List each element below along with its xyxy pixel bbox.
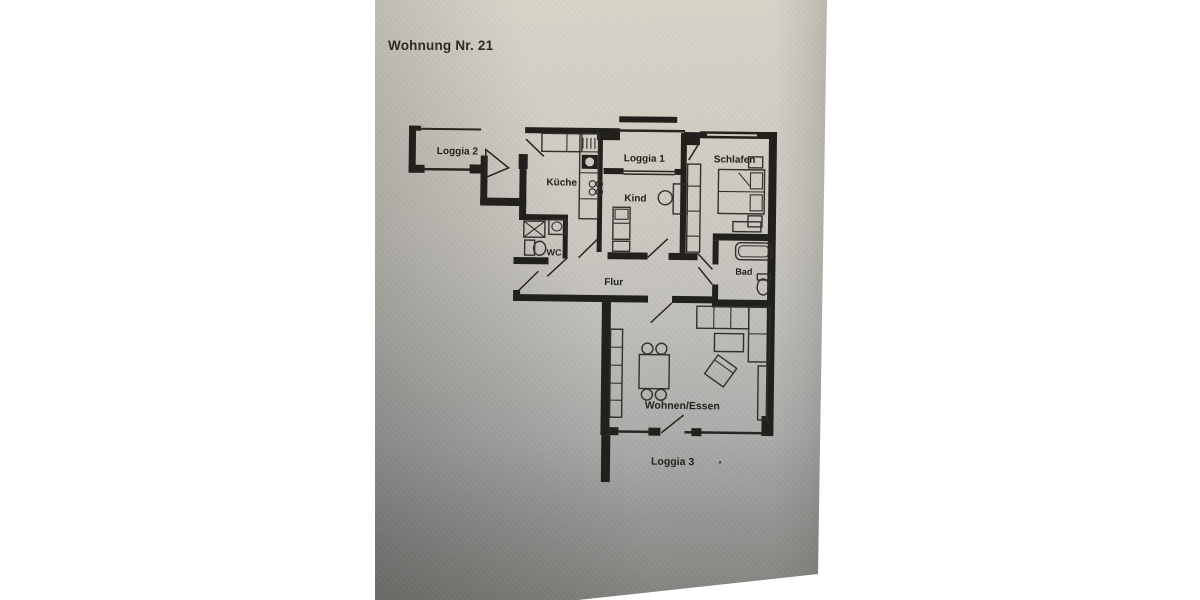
wc-door-leaf	[546, 257, 569, 277]
furniture-kueche	[541, 132, 604, 220]
furniture-schlafen	[685, 156, 766, 253]
room-labels-layer: Loggia 2 Küche Loggia 1 Schlafen Kind WC…	[437, 146, 756, 469]
furniture-bad	[734, 242, 773, 296]
nightstand	[747, 156, 764, 169]
wardrobe	[685, 163, 702, 253]
bad-toilet-bowl	[756, 278, 770, 296]
room-label-flur: Flur	[604, 277, 623, 288]
doors-layer	[484, 138, 713, 434]
room-label-loggia3: Loggia 3	[651, 456, 694, 469]
room-label-loggia2: Loggia 2	[437, 146, 479, 158]
kind-chest	[611, 240, 631, 253]
room-label-loggia1: Loggia 1	[624, 153, 666, 165]
stove-burner	[595, 180, 604, 188]
room-label-bad: Bad	[735, 267, 752, 277]
wohnen-door-leaf	[650, 302, 673, 324]
bathtub	[734, 242, 773, 261]
bad-door-leaf	[697, 266, 713, 285]
sideboard	[756, 365, 768, 421]
washing-machine	[523, 220, 546, 239]
floor-plan-svg: Loggia 2 Küche Loggia 1 Schlafen Kind WC…	[408, 116, 778, 483]
dining-chair	[654, 388, 668, 401]
furniture-wohnen	[608, 305, 771, 421]
shelf-unit	[608, 328, 624, 418]
stove-burner	[588, 188, 597, 196]
kitchen-counter	[541, 132, 583, 153]
kind-door-leaf	[647, 238, 669, 259]
bed-pillow	[749, 194, 763, 212]
sofa	[695, 305, 750, 330]
kitchen-unit-column	[578, 133, 600, 220]
armchair	[703, 353, 738, 389]
kind-chair	[657, 190, 673, 206]
stove-burner	[588, 180, 597, 188]
coffee-table	[713, 332, 745, 353]
stove-burner	[595, 188, 604, 196]
dining-chair	[640, 388, 654, 401]
bad-toilet-tank	[756, 273, 772, 281]
loggia1-schlafen-door-leaf	[688, 144, 699, 161]
kueche-flur-door-leaf	[578, 238, 599, 259]
entry-door-swing	[484, 148, 511, 179]
dining-chair	[641, 342, 654, 355]
furniture-wc	[523, 218, 567, 256]
room-label-schlafen: Schlafen	[714, 154, 756, 166]
room-label-kueche: Küche	[546, 177, 577, 188]
flur-entry-door-leaf	[516, 270, 539, 293]
room-label-kind: Kind	[624, 193, 646, 204]
wc-toilet-tank	[523, 239, 536, 256]
document-title: Wohnung Nr. 21	[388, 38, 494, 53]
kind-bed-pillow	[614, 208, 629, 220]
dining-table	[638, 353, 671, 390]
bed-pillow	[749, 172, 764, 190]
schlafen-door-leaf	[697, 252, 713, 270]
scan-speck	[718, 461, 722, 464]
wc-sink	[548, 218, 567, 236]
floor-plan: Loggia 2 Küche Loggia 1 Schlafen Kind WC…	[405, 115, 795, 487]
wc-toilet-bowl	[532, 240, 547, 256]
kueche-entry-door-leaf	[525, 138, 545, 157]
loggia3-door-leaf	[660, 414, 685, 434]
room-label-wohnen: Wohnen/Essen	[645, 400, 720, 413]
walls-layer	[408, 116, 778, 483]
room-label-wc: WC	[547, 247, 563, 257]
dresser	[732, 220, 762, 233]
dining-chair	[655, 342, 668, 355]
